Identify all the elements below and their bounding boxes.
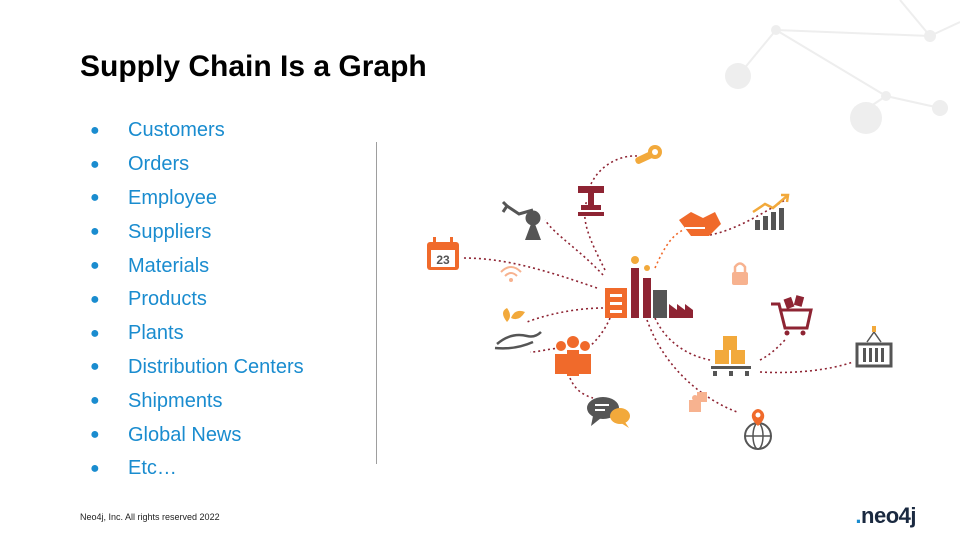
wifi-icon (500, 266, 522, 282)
connector-arrow (589, 317, 611, 347)
neo4j-logo: .neo4j (855, 503, 916, 529)
bullet-text: Orders (128, 153, 190, 176)
connector-arrow (544, 219, 604, 276)
chat-icon (587, 397, 630, 428)
bullet-text: Employee (128, 186, 217, 209)
list-item: ● Global News (90, 418, 304, 452)
bullet-text: Etc… (128, 457, 177, 480)
bullet-icon: ● (90, 257, 100, 275)
connector-arrow (462, 257, 598, 289)
puzzle-icon (689, 392, 707, 412)
logo-text: neo4j (861, 503, 916, 528)
bullet-text: Distribution Centers (128, 355, 304, 378)
bullet-list: ●Customers ●Orders ●Employee ●Suppliers … (90, 114, 304, 486)
factory-icon (605, 256, 693, 318)
bullet-text: Customers (128, 119, 225, 142)
bullet-text: Shipments (128, 389, 223, 412)
list-item: ● Shipments (90, 384, 304, 418)
people-icon (555, 336, 591, 376)
bullet-icon: ● (90, 324, 100, 342)
supply-chain-diagram: 23 (427, 145, 893, 450)
list-item: ● Customers (90, 114, 304, 148)
list-item: ● Materials (90, 249, 304, 283)
bullet-text: Plants (128, 322, 184, 345)
list-item: ● Products (90, 283, 304, 317)
plant-hand-icon (494, 308, 542, 350)
bullet-icon: ● (90, 121, 100, 139)
wrench-icon (635, 145, 662, 164)
list-item: ● Employee (90, 182, 304, 216)
connector-arrow (654, 229, 684, 269)
connector-arrow (709, 199, 786, 236)
bullet-icon: ● (90, 358, 100, 376)
connector-arrow (759, 339, 786, 361)
calendar-icon: 23 (427, 237, 459, 270)
boxes-icon (711, 336, 751, 376)
connector-arrow (646, 319, 738, 413)
bullet-icon: ● (90, 189, 100, 207)
growth-chart-icon (752, 193, 790, 230)
connector-arrow (526, 307, 604, 323)
connector-arrow (654, 317, 711, 361)
handshake-icon (679, 212, 721, 236)
bullet-text: Materials (128, 254, 210, 277)
connector-arrow (569, 377, 594, 399)
list-item: ● Etc… (90, 452, 304, 486)
bullet-icon: ● (90, 392, 100, 410)
bullet-icon: ● (90, 223, 100, 241)
connector-arrow (590, 155, 638, 185)
robot-arm-icon (501, 200, 541, 240)
bullet-icon: ● (90, 290, 100, 308)
bullet-icon: ● (90, 459, 100, 477)
calendar-number: 23 (436, 253, 450, 267)
lock-icon (732, 262, 748, 285)
slide-title: Supply Chain Is a Graph (80, 50, 427, 83)
connector-arrow (759, 361, 854, 374)
bullet-text: Products (128, 288, 207, 311)
list-item: ● Orders (90, 148, 304, 182)
bullet-icon: ● (90, 155, 100, 173)
list-item: ● Suppliers (90, 215, 304, 249)
warehouse-icon (855, 326, 893, 368)
press-machine-icon (578, 186, 604, 216)
shopping-cart-icon (771, 295, 813, 336)
logo-dot-icon: . (855, 503, 862, 528)
vertical-divider (376, 142, 377, 464)
globe-pin-icon (744, 409, 772, 450)
bullet-icon: ● (90, 426, 100, 444)
footer-copyright: Neo4j, Inc. All rights reserved 2022 (80, 512, 220, 522)
bullet-text: Global News (128, 423, 242, 446)
list-item: ● Distribution Centers (90, 351, 304, 385)
bullet-text: Suppliers (128, 220, 212, 243)
list-item: ● Plants (90, 317, 304, 351)
